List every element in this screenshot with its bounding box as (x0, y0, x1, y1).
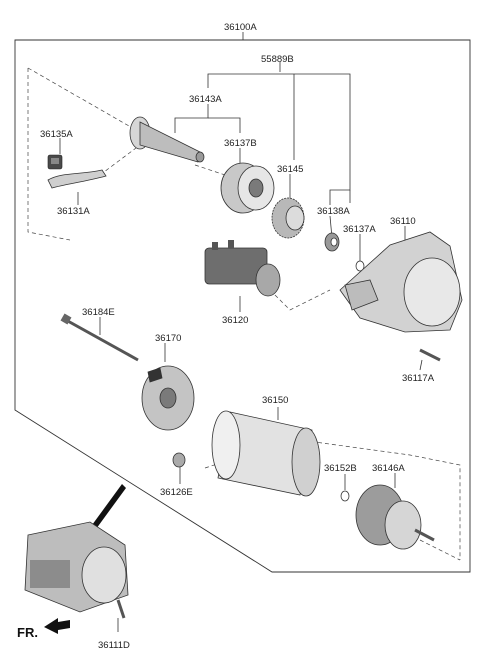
bushing-part (172, 452, 186, 468)
label-through-bolt: 36184E (82, 307, 115, 318)
armature-part (355, 484, 435, 550)
label-kit: 55889B (261, 54, 294, 65)
label-shaft-kit: 36143A (189, 94, 222, 105)
label-bearing: 36138A (317, 206, 350, 217)
label-lever: 36131A (57, 206, 90, 217)
label-armature: 36146A (372, 463, 405, 474)
through-bolt-part (60, 313, 139, 362)
washer-a-part (355, 260, 365, 272)
lever-pin-part (47, 154, 63, 170)
direction-label: FR. (17, 625, 38, 640)
yoke-part (211, 410, 321, 497)
label-lever-pin: 36135A (40, 129, 73, 140)
label-housing: 36110 (390, 216, 416, 227)
shaft-part (129, 116, 205, 163)
bearing-part (324, 232, 340, 252)
label-clutch-kit: 36137B (224, 138, 257, 149)
assembly-guide-lines (27, 67, 461, 561)
label-pinion: 36145 (277, 164, 303, 175)
solenoid-part (204, 240, 281, 297)
label-yoke: 36150 (262, 395, 288, 406)
label-washer-a: 36137A (343, 224, 376, 235)
label-end-frame: 36170 (155, 333, 181, 344)
end-frame-part (141, 365, 195, 431)
pinion-part (271, 197, 305, 239)
washer-b-part (340, 490, 350, 502)
front-arrow-icon (44, 618, 70, 634)
label-mount-bolt: 36117A (402, 373, 435, 384)
label-starter-bolt: 36111D (98, 640, 130, 651)
clutch-part (220, 162, 275, 214)
assembly-frame (14, 39, 471, 573)
starter-assembly-part (24, 521, 129, 613)
label-bushing: 36126E (160, 487, 193, 498)
starter-bolt-part (116, 599, 126, 619)
label-washer-b: 36152B (324, 463, 357, 474)
label-assembly: 36100A (224, 22, 257, 33)
mount-bolt-part (419, 348, 441, 362)
lever-part (47, 169, 107, 189)
housing-part (339, 231, 463, 333)
label-solenoid: 36120 (222, 315, 248, 326)
